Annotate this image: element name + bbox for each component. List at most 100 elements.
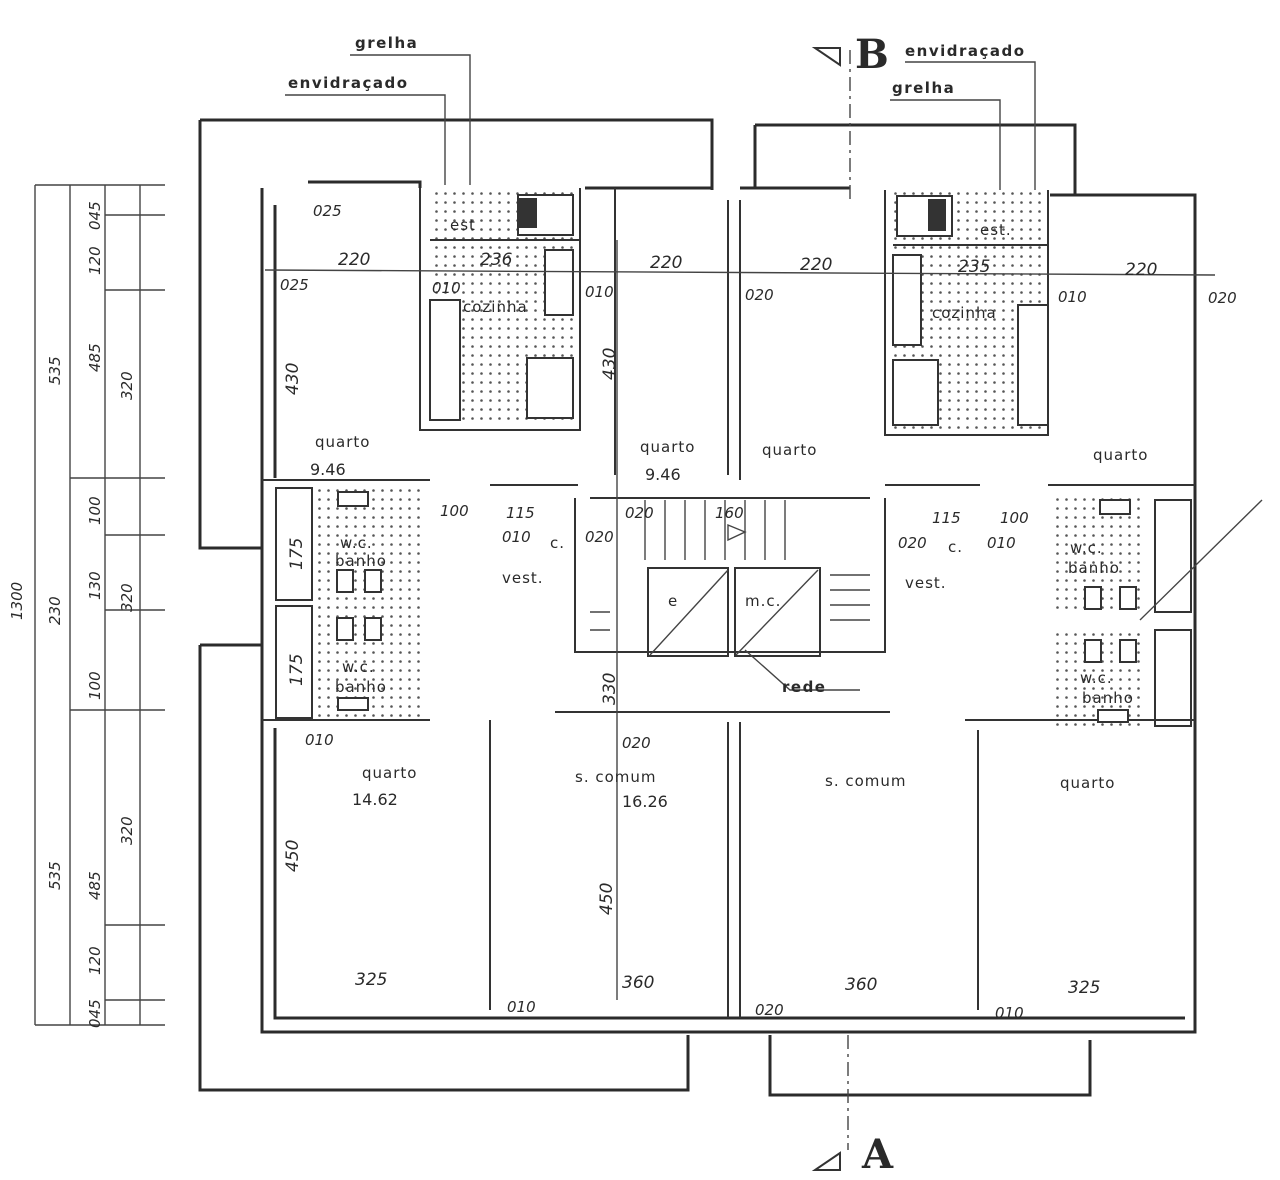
- dimension-label: 100: [86, 671, 104, 700]
- dimension-label: 010: [1058, 288, 1087, 306]
- envidracado-right-label: envidraçado: [905, 42, 1026, 60]
- dimension-label: 020: [1208, 289, 1237, 307]
- dimension-label: 236: [480, 250, 513, 270]
- dimension-label: 010: [502, 528, 531, 546]
- room-area: 9.46: [645, 465, 681, 484]
- room-label: c.: [948, 538, 963, 556]
- room-label: est: [450, 216, 476, 234]
- dimension-label: 325: [355, 970, 387, 990]
- dimension-label: 010: [585, 283, 614, 301]
- dimension-label: 485: [86, 871, 104, 900]
- room-label: w.c.: [1080, 669, 1113, 687]
- bathrooms: [275, 487, 1192, 730]
- room-label: c.: [550, 534, 565, 552]
- dimension-label: 010: [987, 534, 1016, 552]
- room-label: quarto: [1060, 774, 1115, 792]
- grelha-right-label: grelha: [892, 79, 955, 97]
- dimension-label: 010: [305, 731, 334, 749]
- dimension-label: 160: [715, 504, 744, 522]
- dimension-label: 020: [622, 734, 651, 752]
- grelha-left-label: grelha: [355, 34, 418, 52]
- dimension-label: 020: [898, 534, 927, 552]
- dimension-label: 220: [1125, 260, 1157, 280]
- dimension-label: 320: [118, 816, 136, 845]
- dimension-label: 100: [440, 502, 469, 520]
- dimension-label: 045: [86, 201, 104, 230]
- room-label: w.c.: [340, 534, 373, 552]
- room-label: banho: [1068, 559, 1120, 577]
- room-label: quarto: [315, 433, 370, 451]
- dimension-label: 450: [597, 883, 617, 915]
- room-label: s. comum: [575, 768, 657, 786]
- room-label: quarto: [362, 764, 417, 782]
- room-area: 16.26: [622, 792, 668, 811]
- dimension-label: 220: [800, 255, 832, 275]
- dimension-label: 535: [46, 861, 64, 890]
- dimension-label: 430: [283, 363, 303, 395]
- dimension-label: 1300: [8, 582, 26, 620]
- dimension-label: 100: [1000, 509, 1029, 527]
- dimension-label: 115: [506, 504, 535, 522]
- dimension-label: 010: [432, 279, 461, 297]
- dimension-label: 115: [932, 509, 961, 527]
- room-label: est.: [980, 221, 1012, 239]
- room-label: quarto: [1093, 446, 1148, 464]
- dimension-label: 020: [755, 1001, 784, 1019]
- room-label: w.c.: [342, 658, 375, 676]
- dimension-label: 010: [995, 1004, 1024, 1022]
- dimension-label: 535: [46, 356, 64, 385]
- dimension-label: 325: [1068, 978, 1100, 998]
- room-label: quarto: [762, 441, 817, 459]
- section-a-marker: A: [861, 1131, 894, 1178]
- leader-lines: [285, 54, 1036, 190]
- section-b-marker: B: [855, 31, 889, 78]
- dimension-label: 330: [600, 673, 620, 705]
- elevator-label: e: [668, 592, 678, 610]
- room-label: cozinha: [463, 298, 528, 316]
- room-label: s. comum: [825, 772, 907, 790]
- dimension-label: 020: [585, 528, 614, 546]
- dimension-label: 120: [86, 946, 104, 975]
- dimension-label: 175: [287, 654, 307, 686]
- dimension-label: 010: [507, 998, 536, 1016]
- room-label: cozinha: [932, 304, 997, 322]
- dimension-label: 020: [745, 286, 774, 304]
- dimension-label: 020: [625, 504, 654, 522]
- rede-label: rede: [782, 678, 826, 696]
- room-label: vest.: [905, 574, 947, 592]
- dimension-label: 120: [86, 246, 104, 275]
- stairwell: [590, 500, 870, 657]
- interior-walls: [262, 188, 1195, 1018]
- dimension-label: 100: [86, 496, 104, 525]
- dimension-label: 320: [118, 371, 136, 400]
- dimension-label: 025: [280, 276, 309, 294]
- room-area: 9.46: [310, 460, 346, 479]
- envidracado-left-label: envidraçado: [288, 74, 409, 92]
- room-label: banho: [335, 552, 387, 570]
- room-label: w.c.: [1070, 539, 1103, 557]
- room-area: 14.62: [352, 790, 398, 809]
- room-label: quarto: [640, 438, 695, 456]
- section-lines: [264, 47, 1263, 1171]
- room-label: vest.: [502, 569, 544, 587]
- dimension-label: 220: [338, 250, 370, 270]
- dimension-label: 045: [86, 999, 104, 1028]
- dimension-label: 485: [86, 343, 104, 372]
- dimension-label: 130: [86, 571, 104, 600]
- room-label: m.c.: [745, 592, 781, 610]
- dimension-chain-left: [34, 184, 165, 1026]
- dimension-label: 230: [46, 596, 64, 625]
- dimension-label: 220: [650, 253, 682, 273]
- dimension-label: 360: [622, 973, 654, 993]
- dimension-label: 235: [958, 257, 990, 277]
- room-label: banho: [1082, 689, 1134, 707]
- room-label: banho: [335, 678, 387, 696]
- dimension-label: 175: [287, 538, 307, 570]
- dimension-label: 450: [283, 840, 303, 872]
- kitchen-right: [884, 190, 1049, 436]
- dimension-label: 320: [118, 583, 136, 612]
- dimension-label: 360: [845, 975, 877, 995]
- outer-walls: [198, 118, 1197, 1097]
- dimension-label: 025: [313, 202, 342, 220]
